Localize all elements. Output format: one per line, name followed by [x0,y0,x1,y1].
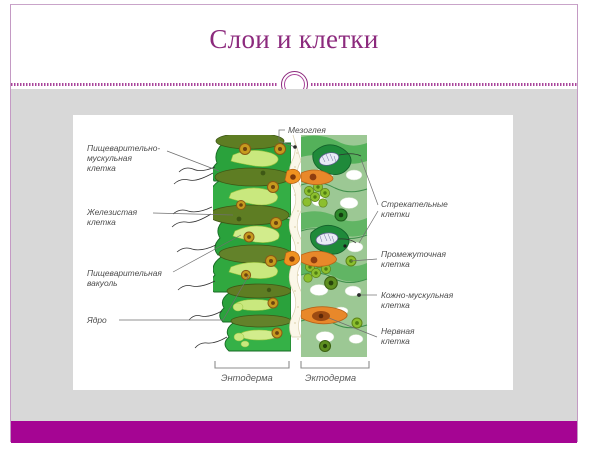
content-area: Пищеварительно- мускульная клетка Желези… [11,89,577,421]
slide: Слои и клетки [10,4,578,443]
footer-bar [11,421,577,443]
label-digestive-muscular-cell-l1: Пищеварительно- [87,143,160,153]
left-labels: Пищеварительно- мускульная клетка Желези… [86,143,250,325]
mesoglea-layer [288,134,305,340]
label-mesoglea: Мезоглея [288,125,326,135]
nerve-cells [301,169,348,325]
flagella [171,166,228,349]
label-digestive-vacuole-l1: Пищеварительная [87,268,162,278]
label-skin-muscular-cell-l2: клетка [381,300,410,310]
ectoderm-nuclei [318,208,363,353]
layer-brackets: Энтодерма Эктодерма [214,361,370,383]
ectoderm-layer [301,135,368,357]
label-gland-cell-l1: Железистая [86,207,138,217]
page-title: Слои и клетки [209,24,379,54]
label-intermediate-cell-l2: клетка [381,259,410,269]
nuclei [236,143,286,339]
intermediate-cells [302,182,331,283]
label-digestive-vacuole-l2: вакуоль [87,278,118,288]
label-digestive-muscular-cell-l3: клетка [87,163,116,173]
mesoglea-nerve-strip [283,168,301,266]
label-stinging-cells-l2: клетки [381,209,410,219]
gland-cells [213,135,291,328]
label-skin-muscular-cell-l1: Кожно-мускульная [381,290,454,300]
label-nerve-cell-l2: клетка [381,336,410,346]
label-nerve-cell-l1: Нервная [381,326,415,336]
nematocysts [310,144,362,255]
label-digestive-muscular-cell-l2: мускульная [87,153,132,163]
label-nucleus: Ядро [86,315,107,325]
right-labels: Мезоглея Стрекательные клетки Промежуточ… [278,125,454,346]
label-stinging-cells-l1: Стрекательные [381,199,448,209]
figure-panel: Пищеварительно- мускульная клетка Желези… [73,115,513,390]
label-ectoderm: Эктодерма [305,372,356,383]
label-gland-cell-l2: клетка [87,217,116,227]
hydra-cross-section-diagram: Пищеварительно- мускульная клетка Желези… [73,115,513,390]
endoderm-layer [213,135,291,352]
label-endoderm: Энтодерма [221,372,273,383]
label-intermediate-cell-l1: Промежуточная [381,249,446,259]
